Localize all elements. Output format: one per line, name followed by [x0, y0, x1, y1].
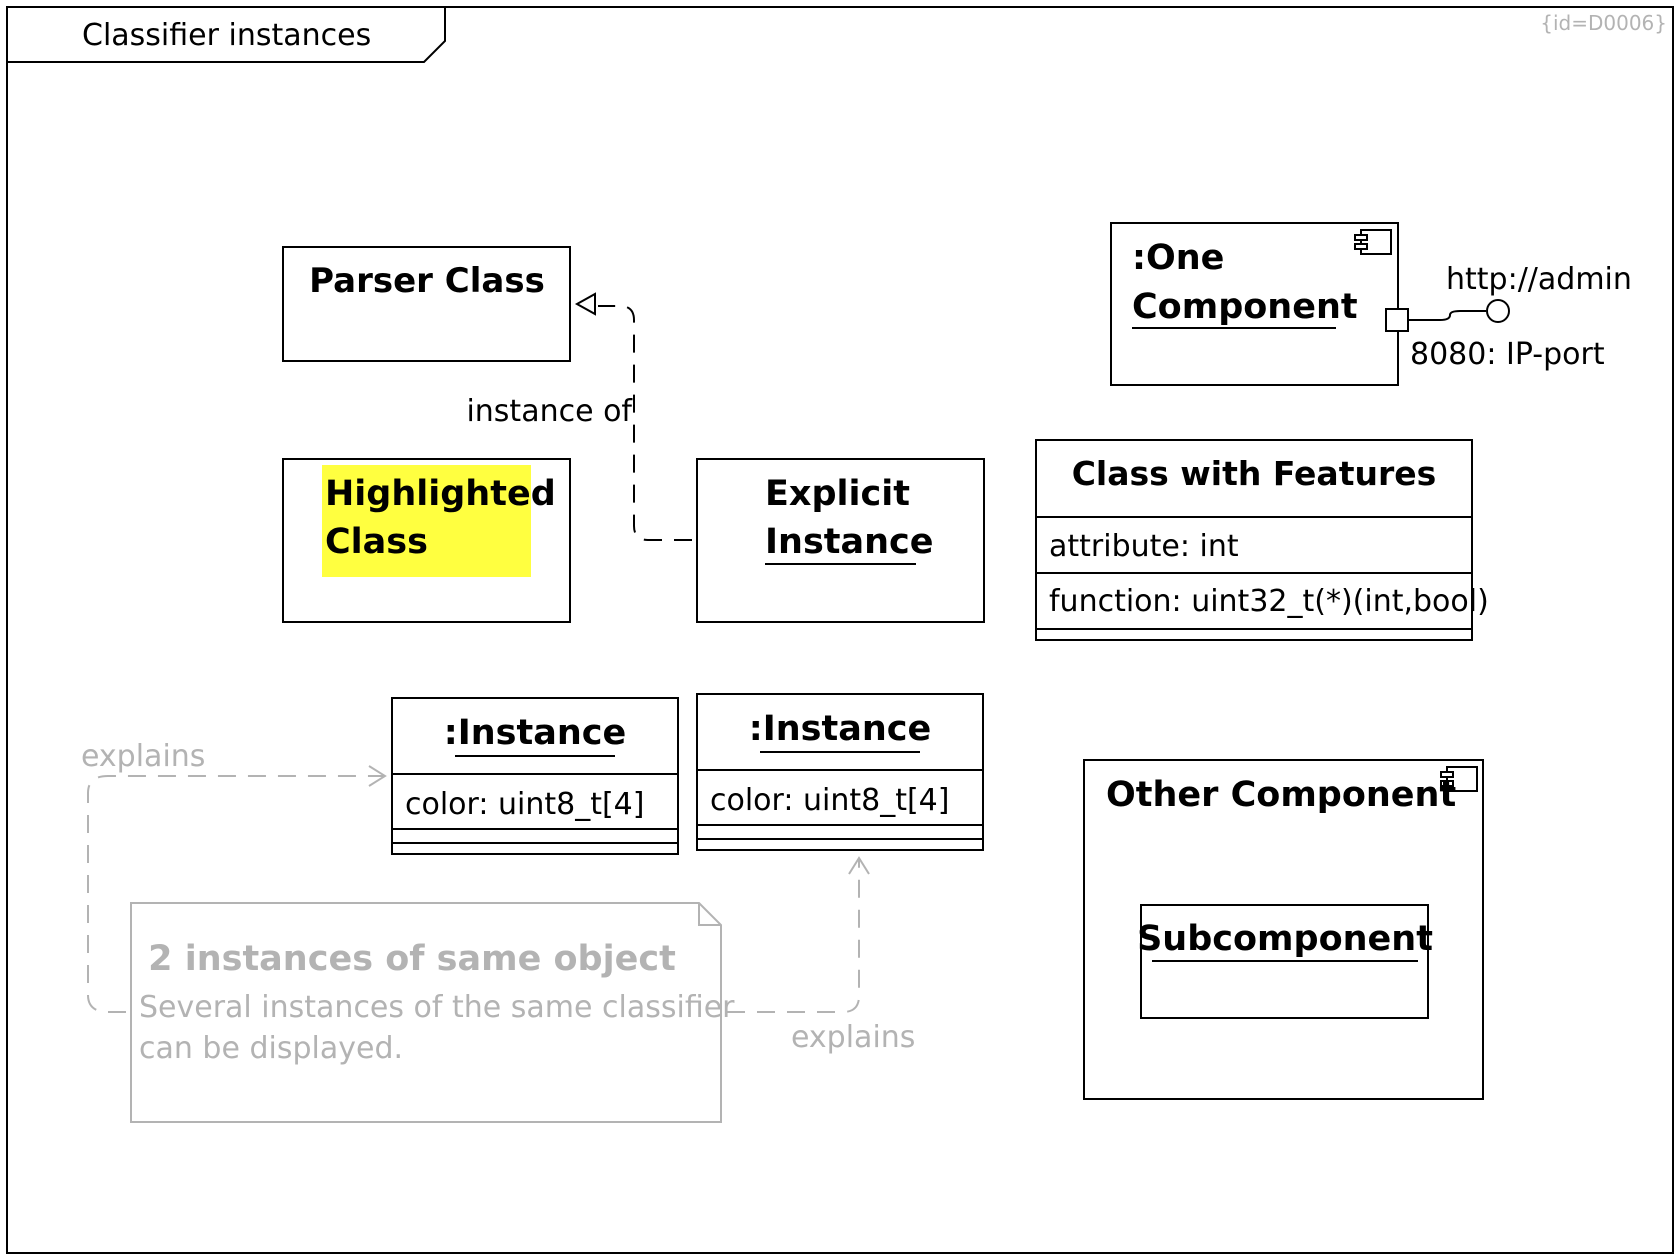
interface-label: http://admin: [1446, 262, 1632, 297]
note-line2: can be displayed.: [139, 1031, 403, 1066]
component-icon: [1440, 766, 1478, 792]
instance-b-attribute: color: uint8_t[4]: [710, 783, 949, 818]
frame-id-tag: {id=D0006}: [1540, 11, 1667, 35]
note-line1: Several instances of the same classifier: [139, 990, 735, 1025]
frame-title: Classifier instances: [82, 18, 371, 53]
explicit-instance-box[interactable]: [696, 458, 985, 623]
one-component-box[interactable]: [1110, 222, 1399, 386]
class-with-features-name: Class with Features: [1072, 454, 1437, 493]
port-label: 8080: IP-port: [1410, 337, 1605, 372]
frame-title-tab: [7, 7, 446, 63]
instance-of-arrowhead: [574, 292, 596, 316]
explicit-instance-line2: Instance: [765, 522, 934, 562]
one-component-line2: Component: [1132, 287, 1358, 327]
explains-connector-2[interactable]: [727, 860, 860, 1013]
instance-b-name: :Instance: [749, 709, 932, 749]
highlight-marker: [322, 465, 531, 577]
instance-of-label: instance of: [466, 394, 633, 429]
explains-connector-1[interactable]: [87, 775, 383, 1013]
other-component-name: Other Component: [1106, 775, 1456, 815]
class-attribute: attribute: int: [1049, 529, 1239, 564]
parser-class-box[interactable]: [282, 246, 571, 362]
note-title: 2 instances of same object: [148, 939, 676, 979]
class-with-features-box[interactable]: [1035, 439, 1473, 641]
explicit-instance-line1: Explicit: [765, 474, 910, 514]
explains-label-2: explains: [791, 1020, 915, 1055]
instance-a-name: :Instance: [444, 713, 627, 753]
parser-class-name: Parser Class: [309, 261, 545, 301]
ip-port[interactable]: [1385, 308, 1409, 332]
highlighted-class-line2: Class: [325, 522, 428, 562]
explains-label-1: explains: [81, 739, 205, 774]
subcomponent-name: Subcomponent: [1137, 919, 1433, 959]
note-box[interactable]: [130, 902, 722, 1123]
component-icon: [1354, 229, 1392, 255]
class-function: function: uint32_t(*)(int,bool): [1049, 584, 1489, 619]
explains-arrowhead-2: [848, 856, 870, 875]
interface-lollipop-line: [1408, 310, 1486, 321]
highlighted-class-line1: Highlighted: [325, 474, 556, 514]
note-dogear: [698, 903, 721, 926]
instance-a-attribute: color: uint8_t[4]: [405, 787, 644, 822]
explains-arrowhead-1: [368, 765, 387, 787]
one-component-line1: :One: [1132, 238, 1224, 278]
interface-lollipop[interactable]: [1486, 299, 1510, 323]
